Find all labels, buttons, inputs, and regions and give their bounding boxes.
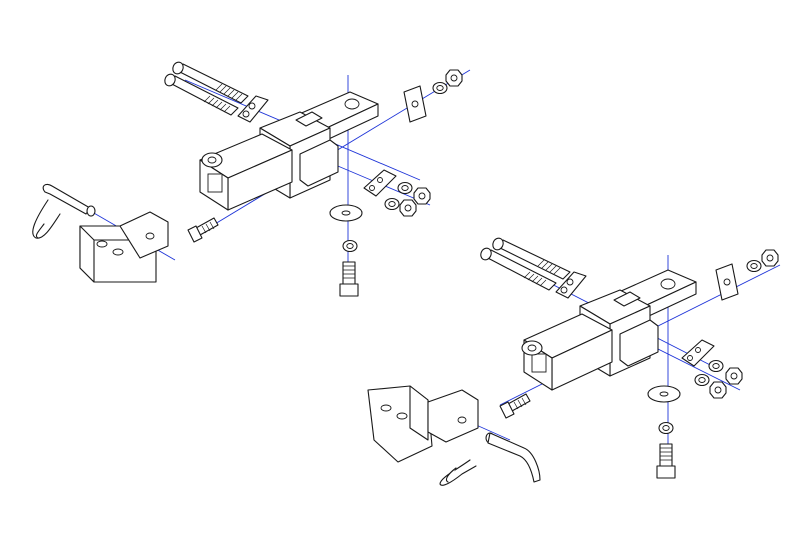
lock-washer-icon [432, 81, 448, 95]
assembly-upper [32, 61, 471, 297]
hex-nut-icon [445, 69, 463, 87]
short-bolt-lower [499, 393, 531, 419]
lock-washer-icon [658, 421, 674, 435]
lock-washer-icon [342, 239, 358, 253]
long-bolt-icon [492, 237, 571, 280]
lock-washer-icon [397, 181, 413, 195]
lock-washer-icon [746, 259, 762, 273]
long-bolt-icon [172, 61, 249, 104]
tab-plate-upper-left [237, 95, 269, 123]
hex-nut-icon [413, 187, 431, 205]
receiver-hitch-bar-upper [199, 91, 379, 211]
hitch-pin-upper [32, 183, 96, 239]
lock-washer-icon [694, 373, 710, 387]
square-plate-lower [715, 263, 739, 301]
hex-nut-icon [761, 249, 779, 267]
vertical-bolt-lower [656, 443, 676, 479]
hex-nut-icon [725, 367, 743, 385]
long-bolts-upper [164, 61, 249, 116]
assembly-lower [367, 237, 781, 486]
square-plate-upper [403, 85, 427, 123]
hitch-pin-lower [439, 432, 541, 486]
tab-plate-lower-left [555, 271, 587, 299]
mount-plate-upper [79, 211, 169, 283]
lock-washer-icon [384, 197, 400, 211]
hex-nut-icon [709, 381, 727, 399]
vertical-bolt-upper [339, 261, 359, 297]
short-bolt-upper [187, 217, 219, 243]
lock-washer-icon [708, 359, 724, 373]
hex-nut-icon [399, 199, 417, 217]
side-bracket-lower [681, 339, 715, 367]
flat-washer-upper [329, 204, 363, 222]
long-bolts-lower [480, 237, 571, 291]
receiver-hitch-bar-lower [521, 269, 697, 391]
flat-washer-lower [647, 385, 681, 403]
long-bolt-icon [164, 73, 239, 116]
long-bolt-icon [480, 247, 557, 291]
mount-plate-lower [367, 385, 479, 463]
side-bracket-upper [363, 169, 397, 197]
